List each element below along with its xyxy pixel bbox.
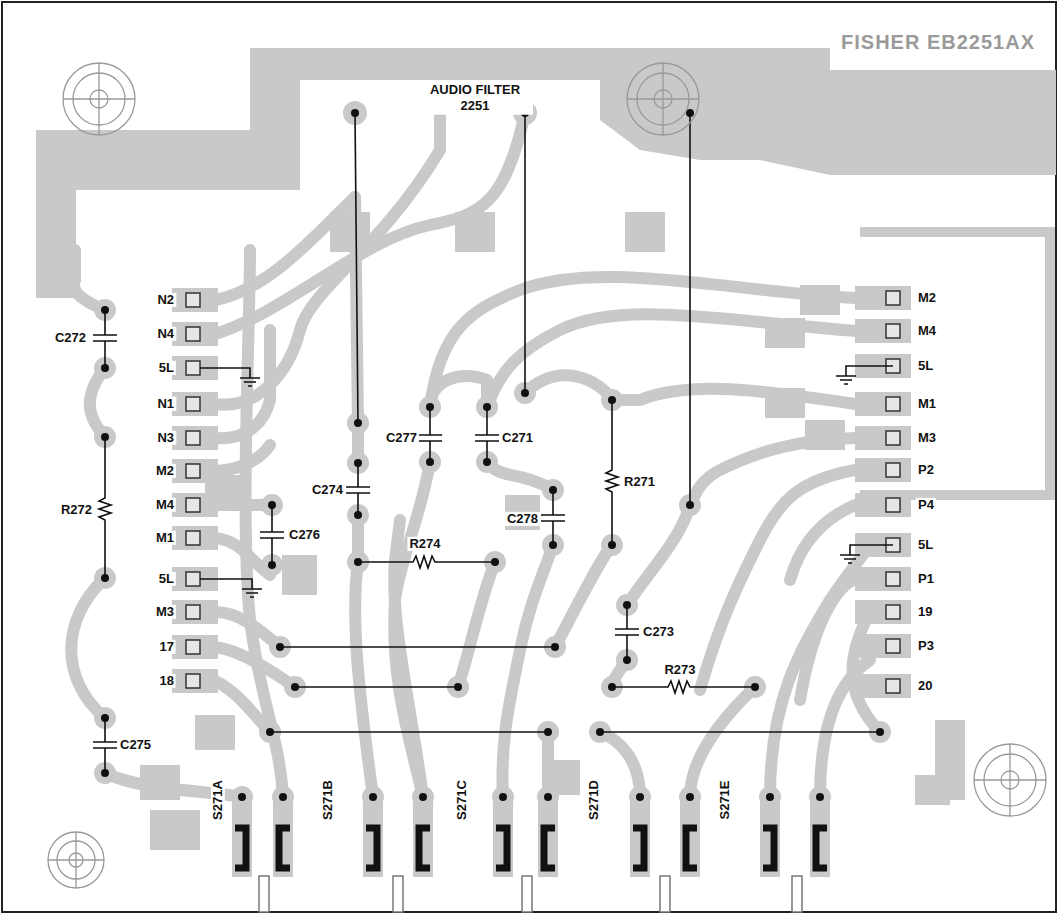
pin-name: M4 xyxy=(916,324,938,338)
pin-name: 5L xyxy=(157,572,176,586)
pin-name: P1 xyxy=(916,572,936,586)
pin-name: 5L xyxy=(916,359,935,373)
part-label: R273 xyxy=(662,663,697,677)
pin-name: P4 xyxy=(916,498,936,512)
part-label: R272 xyxy=(59,503,94,517)
part-label: C271 xyxy=(500,431,535,445)
switch-label: S271A xyxy=(211,778,225,822)
pin-name: M1 xyxy=(154,531,176,545)
part-label: C275 xyxy=(118,738,153,752)
pin-name: 18 xyxy=(158,674,176,688)
pin-name: N4 xyxy=(155,327,176,341)
pin-name: M1 xyxy=(916,397,938,411)
pin-name: M2 xyxy=(154,464,176,478)
pin-name: 20 xyxy=(916,679,934,693)
part-label: C276 xyxy=(287,528,322,542)
pin-name: M3 xyxy=(154,605,176,619)
switch-label: S271D xyxy=(587,778,601,822)
pin-name: M4 xyxy=(154,498,176,512)
switch-label: S271B xyxy=(321,778,335,822)
part-label: R274 xyxy=(407,537,442,551)
pin-name: N1 xyxy=(155,397,176,411)
part-label: C272 xyxy=(53,331,88,345)
pin-name: 5L xyxy=(157,361,176,375)
switch-label: S271E xyxy=(718,778,732,821)
pin-name: P2 xyxy=(916,463,936,477)
part-label: C273 xyxy=(641,625,676,639)
part-label: C278 xyxy=(505,512,540,526)
pin-name: 19 xyxy=(916,605,934,619)
pin-name: 5L xyxy=(916,538,935,552)
part-label: C277 xyxy=(384,431,419,445)
pin-name: 17 xyxy=(158,640,176,654)
pin-name: M2 xyxy=(916,291,938,305)
board-title: AUDIO FILTER 2251 xyxy=(417,82,533,115)
pin-name: N2 xyxy=(155,293,176,307)
pin-name: N3 xyxy=(155,431,176,445)
switch-label: S271C xyxy=(455,778,469,822)
board-marking: FISHER EB2251AX xyxy=(839,31,1037,53)
part-label: C274 xyxy=(310,483,345,497)
pin-name: P3 xyxy=(916,639,936,653)
pin-name: M3 xyxy=(916,431,938,445)
part-label: R271 xyxy=(622,475,657,489)
